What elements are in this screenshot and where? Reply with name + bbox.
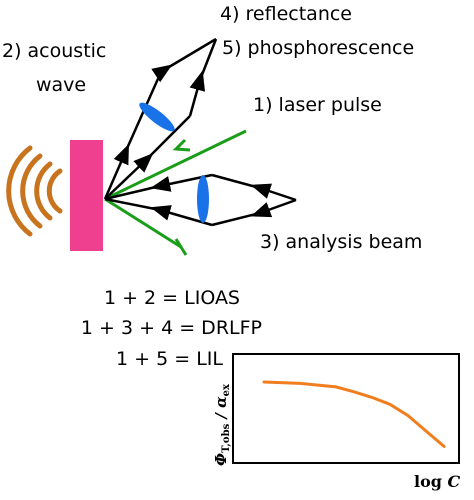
label-acoustic-wave-line2: wave (36, 74, 86, 96)
sample-block (70, 140, 103, 251)
emission-beams (103, 37, 218, 200)
upper-lens-icon (139, 102, 175, 132)
laser-pulse-beam (104, 129, 247, 256)
label-laser-pulse: 1) laser pulse (253, 94, 382, 116)
chart-frame (232, 353, 460, 464)
inset-chart: ΦT,obs / αex log C (212, 353, 461, 491)
equation-lil: 1 + 5 = LIL (116, 348, 223, 370)
chart-series-line (262, 380, 446, 448)
label-acoustic-wave-line1: 2) acoustic (2, 40, 106, 62)
chart-ylabel: ΦT,obs / αex (212, 383, 232, 466)
acoustic-wave-icon (6, 145, 63, 237)
chart-xlabel: log C (414, 472, 461, 491)
label-reflectance: 4) reflectance (220, 3, 352, 25)
label-phosphorescence: 5) phosphorescence (222, 37, 414, 59)
equation-drlfp: 1 + 3 + 4 = DRLFP (81, 317, 262, 339)
analysis-lens-icon (197, 175, 209, 223)
label-analysis-beam: 3) analysis beam (260, 231, 422, 253)
equation-lioas: 1 + 2 = LIOAS (104, 287, 240, 309)
